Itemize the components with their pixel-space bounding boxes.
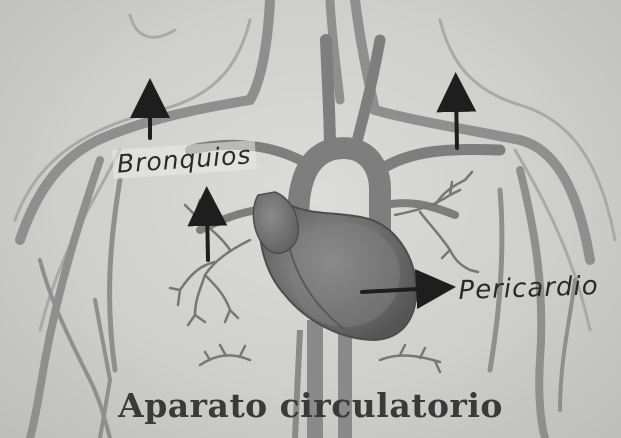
- bronquios-arrow: [207, 206, 208, 260]
- heart-shape: [253, 192, 416, 340]
- diagram-title: Aparato circulatorio: [0, 386, 621, 425]
- pericardio-label: Pericardio: [458, 271, 599, 306]
- great-vessels: [190, 40, 500, 240]
- upward-arrow-right: [456, 92, 457, 148]
